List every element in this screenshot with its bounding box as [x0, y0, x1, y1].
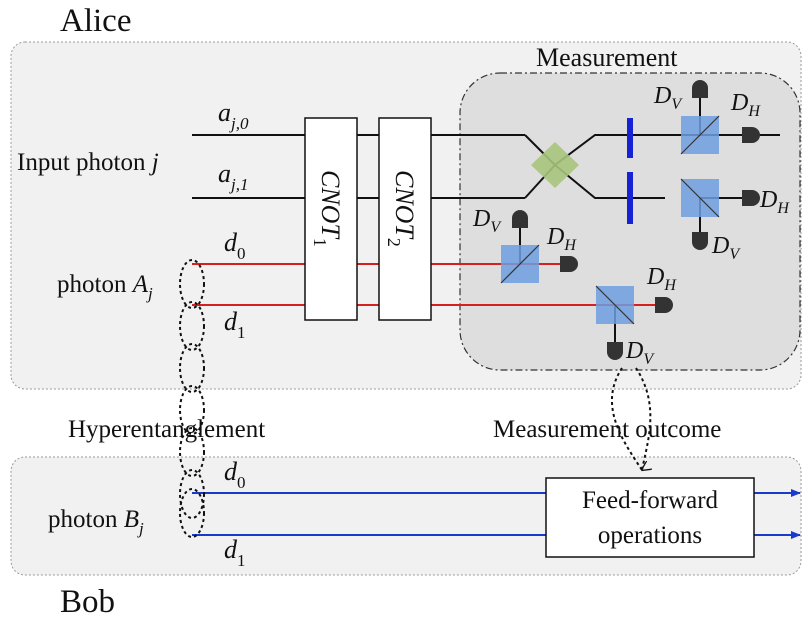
mode-d0-label: d0 [224, 228, 246, 263]
mode-a0-label: aj,0 [218, 98, 249, 133]
dv-label-4: DV [625, 338, 655, 368]
pbs-4 [595, 285, 635, 325]
measurement-outcome-label: Measurement outcome [493, 416, 721, 443]
classical-communication-arrows [611, 367, 650, 470]
mode-a1-label: aj,1 [218, 159, 248, 194]
alice-title: Alice [60, 3, 131, 39]
measurement-title: Measurement [536, 43, 678, 72]
dh-label-3: DH [546, 224, 577, 254]
detector-dh-1-icon [742, 127, 760, 143]
detector-dv-3-icon [512, 210, 528, 228]
detector-dh-3-icon [560, 256, 578, 272]
photon-b-label: photon Bj [48, 506, 144, 538]
detector-dv-1-icon [692, 80, 708, 98]
bob-title: Bob [60, 584, 115, 617]
cnot2-gate [378, 117, 432, 321]
detector-dv-2-icon [692, 232, 708, 250]
photon-a-label: photon Aj [57, 271, 153, 303]
feed-forward-line1: Feed-forward [582, 487, 719, 514]
cnot2-label: CNOT2 [384, 170, 419, 247]
bob-d0-label: d0 [224, 457, 246, 492]
bob-d1-label: d1 [224, 535, 246, 570]
dh-label-4: DH [646, 264, 677, 294]
hyperentanglement-label: Hyperentanglement [68, 416, 265, 443]
input-photon-label: Input photon j [17, 149, 159, 176]
beam-splitter [531, 142, 579, 188]
detector-dv-4-icon [607, 342, 623, 360]
pbs-3 [500, 244, 540, 284]
detector-dh-2-icon [742, 190, 760, 206]
dh-label-2: DH [759, 187, 790, 217]
pbs-1 [680, 115, 720, 155]
dh-label-1: DH [730, 90, 761, 120]
dv-label-1: DV [653, 83, 683, 113]
feed-forward-box [545, 477, 755, 558]
cnot1-label: CNOT1 [310, 170, 345, 247]
feed-forward-line2: operations [598, 522, 702, 549]
dv-label-3: DV [472, 206, 502, 236]
dv-label-2: DV [711, 233, 741, 263]
detector-dh-4-icon [655, 297, 673, 313]
mode-d1-label: d1 [224, 307, 246, 342]
cnot1-gate [304, 117, 358, 321]
pbs-2 [680, 178, 720, 218]
entanglement-chain [179, 259, 205, 538]
